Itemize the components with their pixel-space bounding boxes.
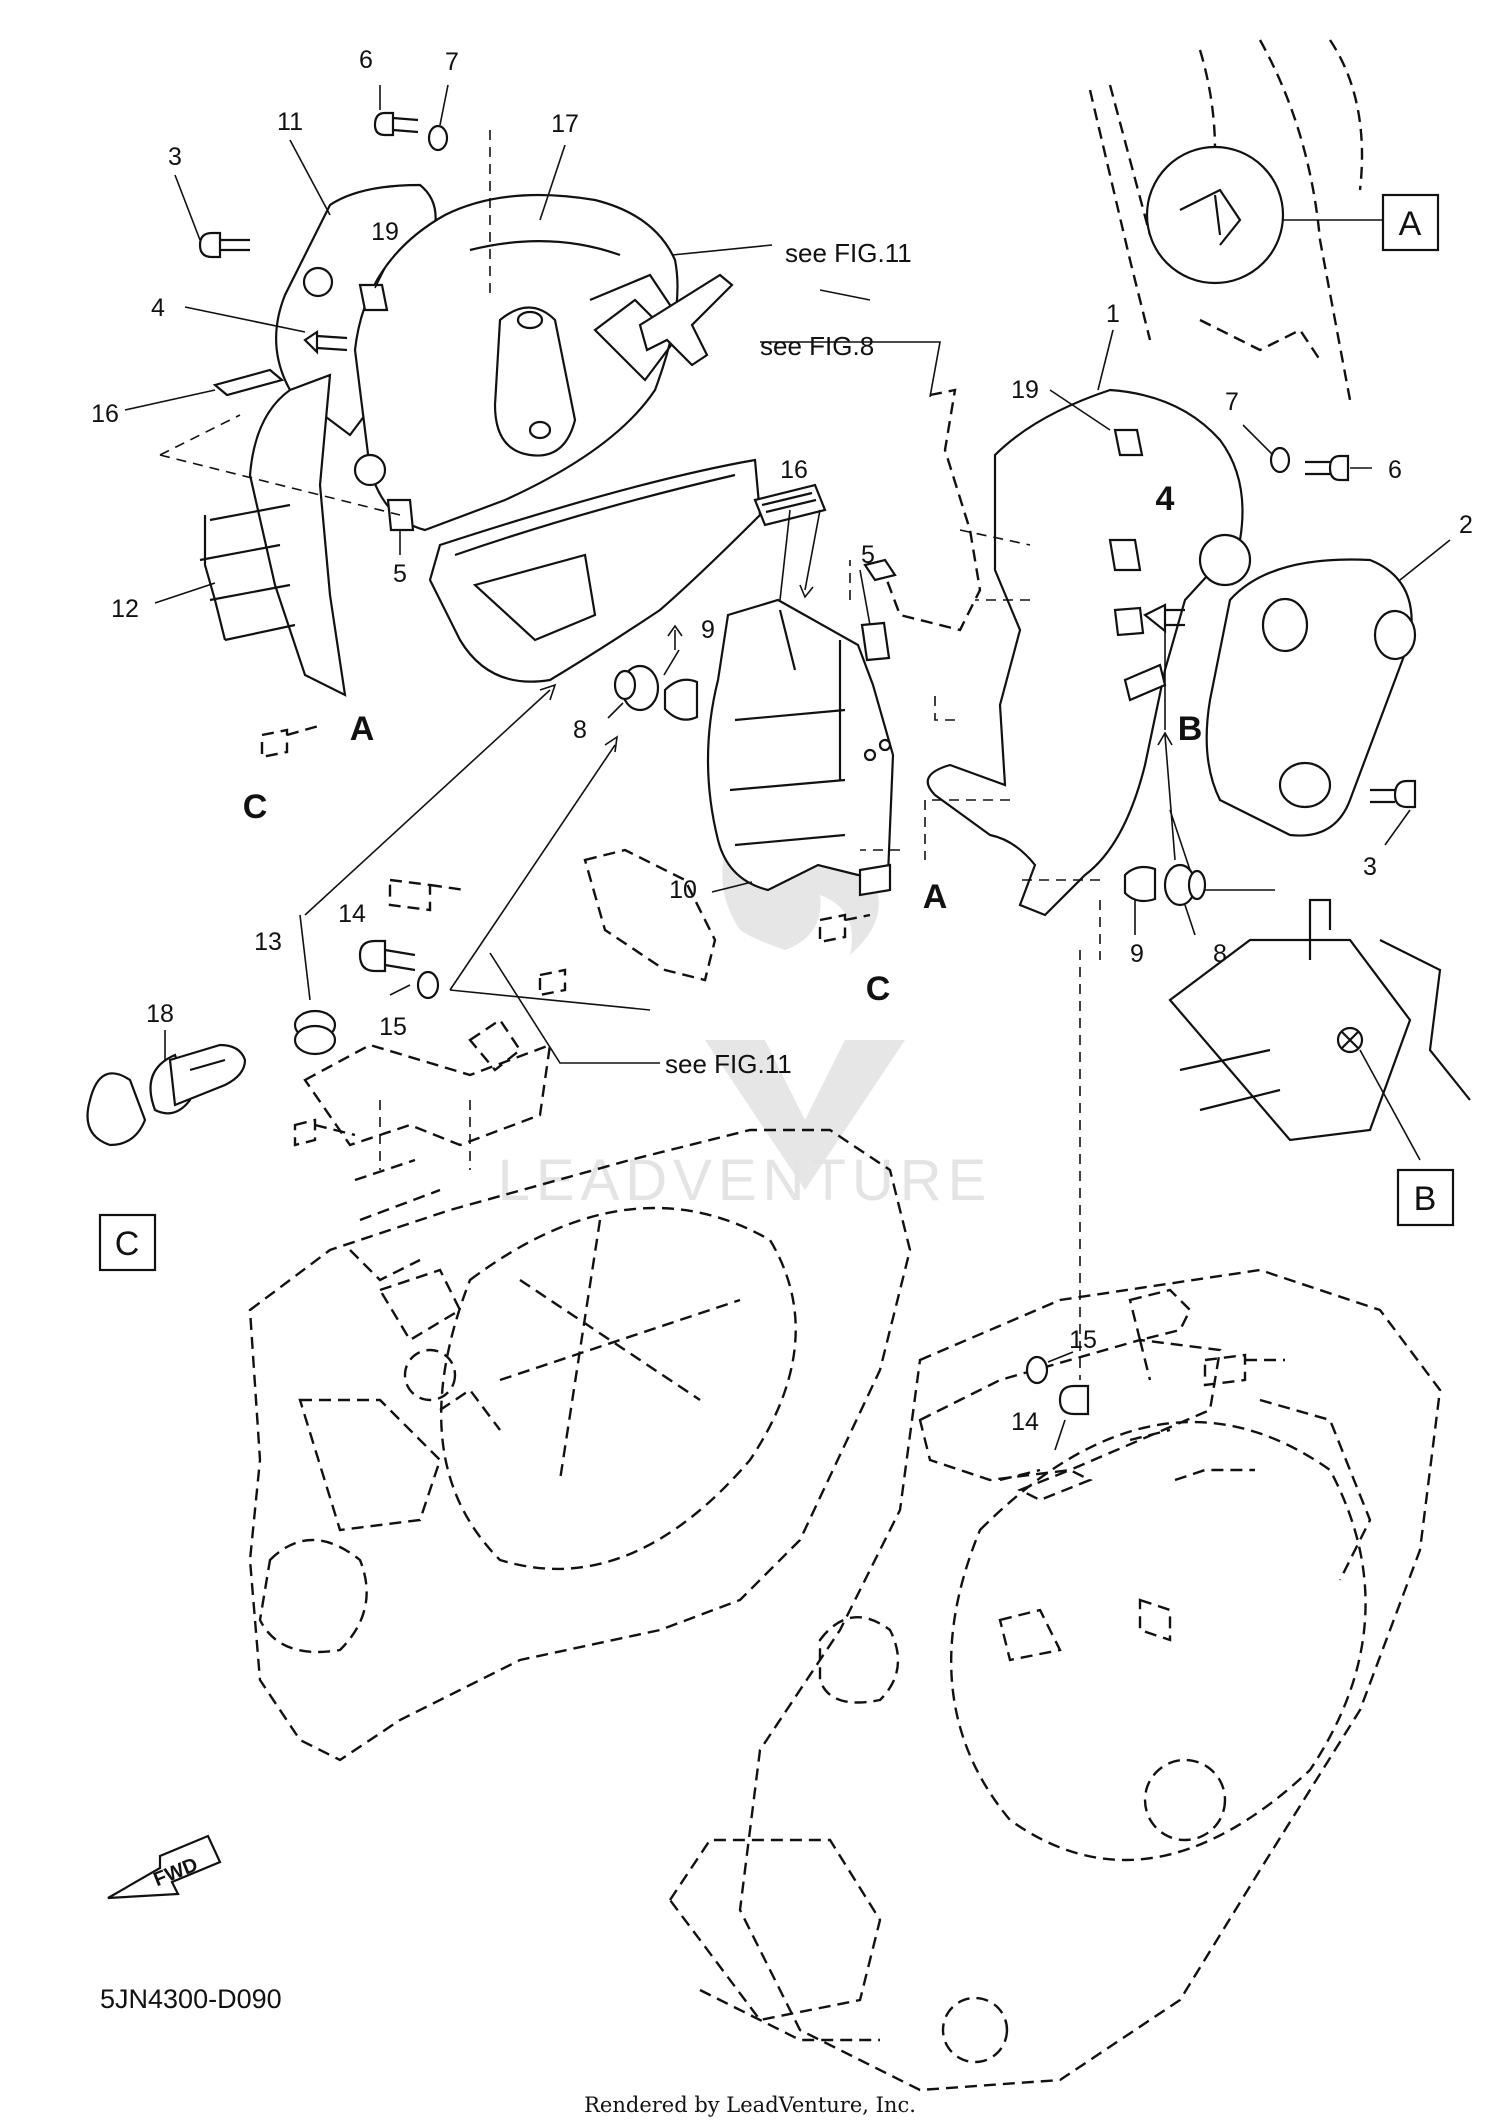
detail-view-c (86, 1043, 247, 1272)
engine-case-left (248, 1128, 912, 1762)
callout-3-right: 3 (1363, 853, 1377, 881)
callout-14-right: 14 (1011, 1408, 1039, 1436)
diagram-code: 5JN4300-D090 (100, 1984, 282, 2014)
callout-6-left: 6 (359, 46, 373, 74)
part-9-collar-right (1123, 865, 1157, 903)
callout-2: 2 (1459, 511, 1473, 539)
part-1-side-cover (926, 388, 1244, 917)
callout-3-left: 3 (168, 143, 182, 171)
marker-b: B (1178, 710, 1203, 748)
callout-7-left: 7 (445, 48, 459, 76)
callout-17: 17 (551, 110, 579, 138)
part-11-hole (302, 266, 334, 298)
fwd-arrow-icon (107, 1834, 222, 1900)
bracket-fig11 (638, 273, 734, 367)
callout-1: 1 (1106, 300, 1120, 328)
callout-4-right: 4 (1156, 480, 1175, 518)
part-5-clip-center (860, 621, 891, 662)
part-19-clip-left (358, 283, 389, 312)
part-9-collar-center (663, 678, 699, 721)
marker-c-center: C (866, 970, 891, 1008)
callout-5-left: 5 (393, 560, 407, 588)
callout-4-left: 4 (151, 294, 165, 322)
box-c-label: C (115, 1225, 140, 1263)
callout-9-center: 9 (701, 616, 715, 644)
callout-8-right: 8 (1213, 940, 1227, 968)
engine-case-right (668, 1268, 1442, 2092)
part-6-bolt-left (373, 111, 395, 137)
part-5-clip-left (386, 498, 415, 532)
part-14-bolt-right (1058, 1384, 1090, 1416)
callout-6-right: 6 (1388, 456, 1402, 484)
callout-7-right: 7 (1225, 388, 1239, 416)
see-fig11-top: see FIG.11 (785, 238, 912, 268)
detail-circle-a (1145, 145, 1285, 285)
leader-lines (124, 84, 1451, 1451)
callout-9-right: 9 (1130, 940, 1144, 968)
part-7-washer-right (1269, 446, 1291, 474)
see-fig11-bottom: see FIG.11 (665, 1049, 792, 1079)
marker-a-center: A (923, 878, 948, 916)
part-14-bolt-left (358, 939, 387, 973)
cover-assembly-right (926, 388, 1417, 917)
callout-8-center: 8 (573, 716, 587, 744)
box-b-label: B (1414, 1180, 1437, 1218)
part-3-screw-right (1393, 779, 1417, 809)
callout-19-right: 19 (1011, 376, 1039, 404)
box-b (1396, 1168, 1455, 1227)
rendered-by-credit: Rendered by LeadVenture, Inc. (584, 2093, 916, 2117)
callout-14-left: 14 (338, 900, 366, 928)
see-fig8: see FIG.8 (760, 331, 874, 361)
figure-references: see FIG.11 see FIG.8 see FIG.11 (665, 238, 912, 1079)
fwd-arrow: FWD (107, 1834, 222, 1900)
box-c (98, 1213, 157, 1272)
callout-10: 10 (669, 876, 697, 904)
part-6-bolt-right (1328, 454, 1350, 482)
callout-18: 18 (146, 1000, 174, 1028)
watermark-text: LEADVENTURE (498, 1148, 993, 1213)
box-a (1381, 193, 1440, 252)
callout-15-right: 15 (1069, 1326, 1097, 1354)
part-15-washer-right (1025, 1355, 1049, 1385)
marker-a-left: A (350, 710, 375, 748)
callout-numbers: 3 11 6 7 17 19 4 16 12 5 16 5 9 8 10 1 1… (91, 46, 1473, 1436)
middle-assembly (613, 388, 982, 944)
callout-5-center: 5 (861, 541, 875, 569)
callout-13: 13 (254, 928, 282, 956)
marker-c-left: C (243, 788, 268, 826)
part-15-washer-left (416, 970, 440, 1000)
detail-view-b (1168, 898, 1471, 1227)
part-17-inner-recess (493, 306, 577, 457)
part-3-screw-left (198, 231, 222, 259)
callout-11: 11 (277, 108, 303, 136)
part-17-housing (428, 458, 762, 683)
box-a-label: A (1399, 205, 1422, 243)
callout-15-left: 15 (379, 1013, 407, 1041)
view-markers: A A B C C A B C (115, 205, 1437, 1263)
detail-view-a (1088, 39, 1440, 401)
part-7-washer-left (427, 124, 449, 152)
callout-16-center: 16 (780, 456, 808, 484)
callout-12: 12 (111, 595, 139, 623)
callout-16-left: 16 (91, 400, 119, 428)
part-19-clip-right (1113, 428, 1144, 457)
callout-19-left: 19 (371, 218, 399, 246)
left-bracket (293, 848, 717, 1147)
part-12-panel (248, 373, 347, 697)
part-16-plate-left (212, 368, 285, 397)
cover-assembly-left (198, 111, 762, 759)
